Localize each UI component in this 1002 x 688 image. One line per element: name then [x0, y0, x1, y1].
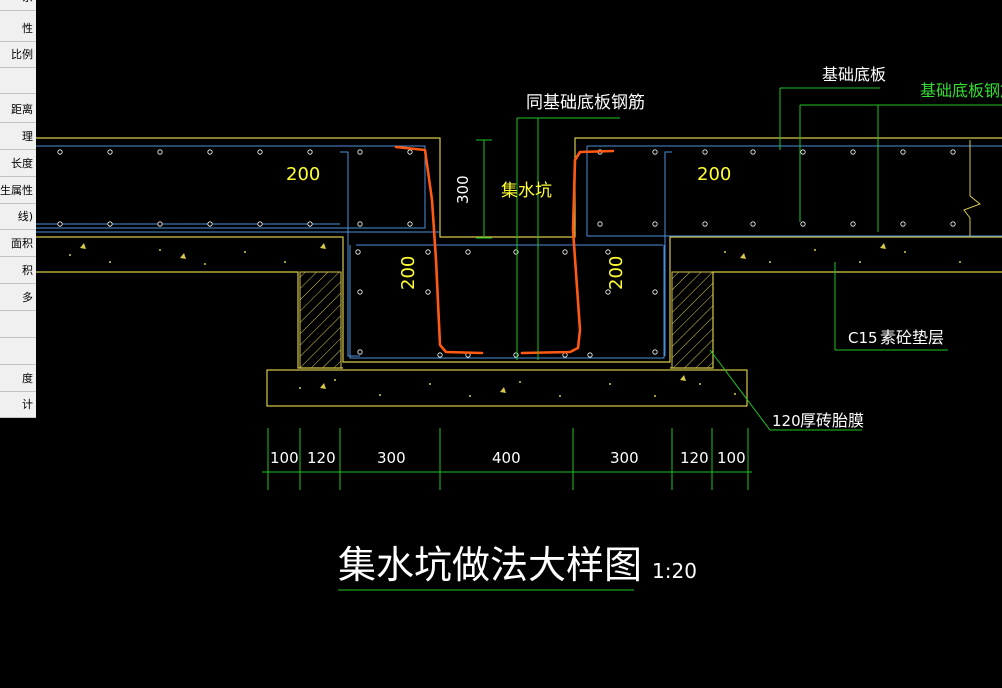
- label-200-pit-right: 200: [606, 256, 627, 290]
- side-menu-item-2[interactable]: 性: [0, 16, 36, 42]
- dim-label-100-right: 100: [717, 449, 746, 467]
- side-menu-item-14[interactable]: [0, 339, 36, 365]
- label-foundation-slab: 基础底板: [822, 65, 886, 84]
- rebar-dots: [57, 149, 956, 358]
- label-brick-text: 厚砖胎膜: [800, 411, 864, 430]
- side-toolbar-panel: 系 性 比例 距离 理 长度 生属性 线) 面积 积 多 度 计: [0, 0, 37, 418]
- label-sump: 集水坑: [501, 181, 552, 201]
- dimension-lines: [262, 87, 1002, 591]
- dim-label-300-left: 300: [377, 449, 406, 467]
- markup-sketch-lines: [394, 145, 615, 355]
- side-menu-item-9[interactable]: 线): [0, 204, 36, 230]
- side-menu-item-15[interactable]: 度: [0, 366, 36, 392]
- label-c15: C15: [848, 329, 878, 347]
- side-menu-item-12[interactable]: 多: [0, 285, 36, 311]
- side-menu-item-5[interactable]: 距离: [0, 97, 36, 123]
- side-menu-item-11[interactable]: 积: [0, 258, 36, 284]
- slab-outline: [36, 137, 1002, 407]
- side-menu-item-8[interactable]: 生属性: [0, 178, 36, 204]
- side-menu-item-16[interactable]: 计: [0, 392, 36, 418]
- label-brick-120: 120: [772, 412, 801, 430]
- label-200-left: 200: [286, 164, 320, 185]
- dim-label-100-left: 100: [270, 449, 299, 467]
- label-200-pit-left: 200: [398, 256, 419, 290]
- dim-label-400: 400: [492, 449, 521, 467]
- drawing-title: 集水坑做法大样图: [338, 543, 642, 587]
- rebar-lines: [36, 145, 1002, 359]
- side-menu-item-4[interactable]: [0, 68, 36, 94]
- brick-wall-left: [299, 271, 342, 369]
- dim-label-120-right: 120: [680, 449, 709, 467]
- side-menu-item-3[interactable]: 比例: [0, 42, 36, 68]
- dim-label-300-right: 300: [610, 449, 639, 467]
- cad-drawing-canvas[interactable]: [36, 0, 1002, 688]
- side-menu-item-1[interactable]: 系: [0, 0, 36, 11]
- drawing-scale: 1:20: [652, 559, 697, 583]
- label-dim-300-vertical: 300: [454, 175, 472, 204]
- label-same-slab-rebar: 同基础底板钢筋: [526, 93, 645, 113]
- side-menu-item-10[interactable]: 面积: [0, 231, 36, 257]
- cushion-speckle: [69, 243, 961, 397]
- side-menu-item-6[interactable]: 理: [0, 124, 36, 150]
- side-menu-item-13[interactable]: [0, 312, 36, 338]
- dim-label-120-left: 120: [307, 449, 336, 467]
- break-line-icon: [963, 140, 981, 236]
- brick-wall-right: [671, 271, 714, 369]
- label-200-right: 200: [697, 164, 731, 185]
- side-menu-item-7[interactable]: 长度: [0, 151, 36, 177]
- label-cushion: 素砼垫层: [880, 328, 944, 347]
- label-foundation-slab-rebar: 基础底板钢筋: [920, 81, 1002, 100]
